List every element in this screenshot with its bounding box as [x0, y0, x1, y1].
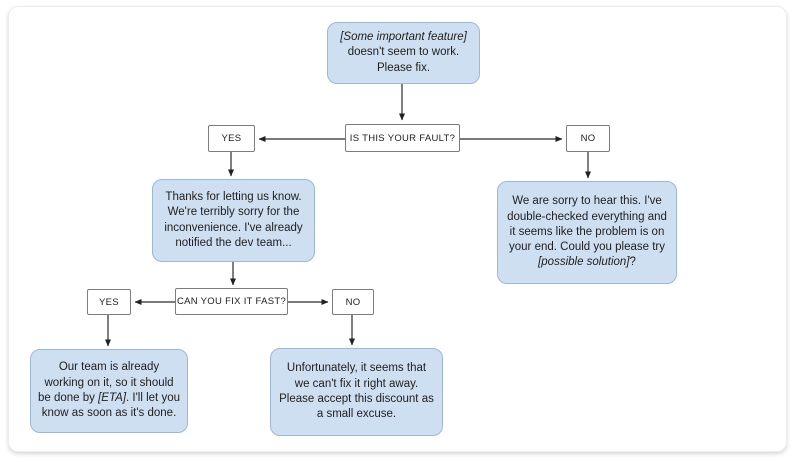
- no2-label: NO: [345, 296, 361, 308]
- yes2-label: YES: [99, 296, 119, 308]
- reply-eta-text: Our team is already working on it, so it…: [38, 361, 180, 420]
- node-decision-is-this-your-fault: IS THIS YOUR FAULT?: [345, 124, 460, 152]
- node-reply-thanks: Thanks for letting us know. We're terrib…: [152, 179, 315, 262]
- node-reply-eta: Our team is already working on it, so it…: [30, 349, 188, 433]
- no1-label: NO: [580, 133, 596, 144]
- node-decision-can-you-fix-it-fast: CAN YOU FIX IT FAST?: [175, 288, 288, 315]
- customer-complaint-text: [Some important feature] doesn't seem to…: [340, 31, 467, 74]
- reply-not-our-fault-text: We are sorry to hear this. I've double-c…: [507, 195, 667, 269]
- reply-thanks-text: Thanks for letting us know. We're terrib…: [164, 190, 303, 249]
- reply-discount-text: Unfortunately, it seems that we can't fi…: [279, 362, 434, 421]
- node-customer-complaint: [Some important feature] doesn't seem to…: [327, 22, 480, 84]
- decision1-label: IS THIS YOUR FAULT?: [349, 132, 456, 144]
- node-answer-no-2: NO: [332, 289, 374, 315]
- node-reply-discount: Unfortunately, it seems that we can't fi…: [270, 348, 443, 436]
- yes1-label: YES: [221, 133, 242, 144]
- node-answer-no-1: NO: [566, 125, 610, 152]
- node-reply-not-our-fault: We are sorry to hear this. I've double-c…: [497, 181, 677, 284]
- node-answer-yes-1: YES: [208, 125, 255, 152]
- node-answer-yes-2: YES: [87, 289, 131, 315]
- decision2-label: CAN YOU FIX IT FAST?: [176, 296, 287, 307]
